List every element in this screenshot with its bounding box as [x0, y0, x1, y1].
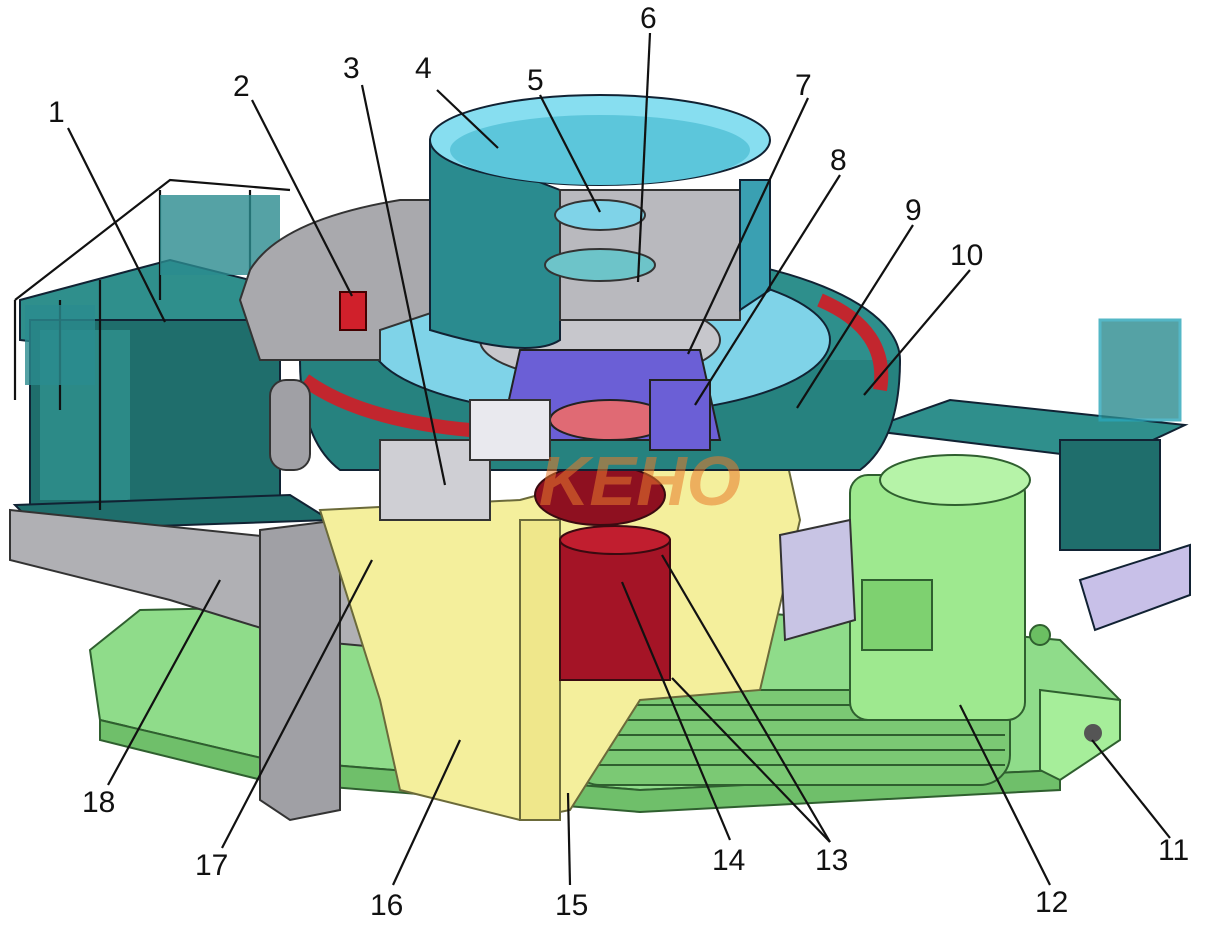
watermark-logo: KEHO: [539, 442, 741, 520]
callout-8: 8: [830, 144, 847, 177]
bearing-cylinder: [534, 464, 671, 681]
callout-2: 2: [233, 70, 250, 103]
callout-1: 1: [48, 96, 65, 129]
right-platform: [864, 318, 1191, 632]
callout-17: 17: [195, 849, 228, 882]
top-lid: [238, 199, 472, 471]
callout-14: 14: [712, 844, 745, 877]
crushing-chamber: [299, 249, 901, 521]
callout-9: 9: [905, 194, 922, 227]
leader-lines: [67, 32, 1171, 886]
side-plate: [778, 518, 857, 642]
callout-13: 13: [815, 844, 848, 877]
callout-10: 10: [950, 239, 983, 272]
callout-18: 18: [82, 786, 115, 819]
feed-hopper: [429, 94, 771, 349]
callout-5: 5: [527, 64, 544, 97]
callout-3: 3: [343, 52, 360, 85]
callout-15: 15: [555, 889, 588, 922]
callout-16: 16: [370, 889, 403, 922]
callout-11: 11: [1158, 834, 1189, 867]
callout-4: 4: [415, 52, 432, 85]
callout-6: 6: [640, 2, 657, 35]
callout-7: 7: [795, 69, 812, 102]
callout-labels: 1 2 3 4 5 6 7 8 9 10 11 12 13 14 15 16 1…: [48, 2, 1189, 922]
electric-motor: [849, 454, 1051, 721]
callout-12: 12: [1035, 886, 1068, 919]
watermark-text: KEHO: [539, 442, 741, 520]
